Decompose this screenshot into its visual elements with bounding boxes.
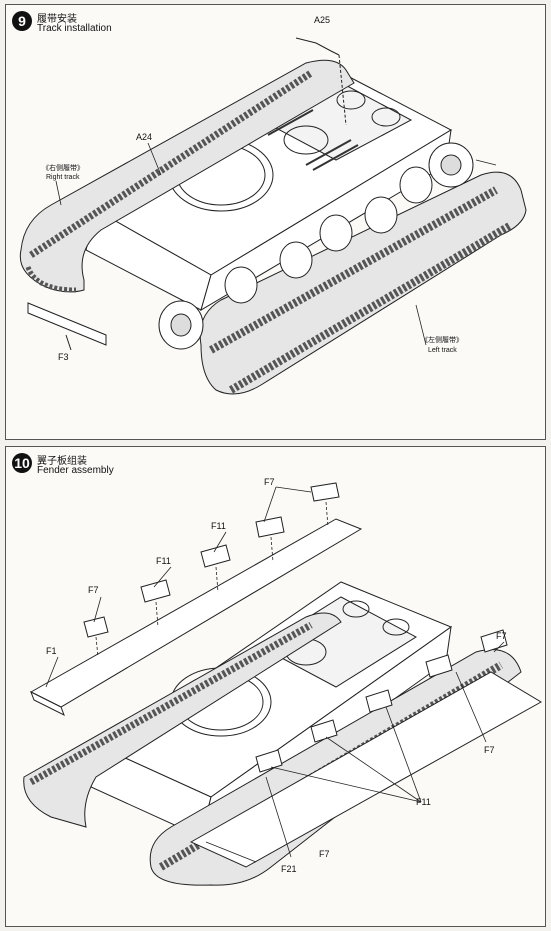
right-track [19,59,355,293]
label-left-track-en: Left track [428,347,457,354]
label-f7-lower: F7 [319,849,330,859]
part-f3 [27,302,107,351]
part-a25 [295,37,347,126]
label-f7-right: F7 [496,631,507,641]
leader-lines [45,486,505,863]
label-f11-middle: F11 [156,556,171,566]
fender-assembly-drawing: F7 F11 F11 F7 F1 F7 F7 F11 F7 F21 [23,477,542,886]
label-f7-lower-right: F7 [484,745,495,755]
label-f11-top: F11 [211,521,226,531]
label-left-track-zh: 《左侧履带》 [421,335,463,344]
step-title-english: Fender assembly [37,465,114,476]
right-track [23,612,342,828]
step-title-chinese: 履带安装 [37,14,77,25]
label-right-track-zh: 《右侧履带》 [42,163,84,172]
label-f7-left: F7 [88,585,99,595]
upper-fender [29,518,363,717]
label-f3: F3 [58,352,69,362]
fender-brackets-upper [83,482,340,638]
label-a25: A25 [314,15,330,25]
bracket-arrows-upper [95,501,329,658]
label-f21: F21 [281,864,297,874]
label-a24: A24 [136,132,152,142]
left-track [199,171,527,395]
label-right-track-en: Right track [46,174,80,181]
road-wheels [158,142,474,350]
step-number: 10 [12,453,32,473]
label-f7-top: F7 [264,477,275,487]
step-9-panel: 9 履带安装 Track installation [5,4,546,440]
step-title-chinese: 翼子板组装 [37,456,87,467]
label-f1: F1 [46,646,57,656]
leader-lines [55,142,497,346]
step-title-english: Track installation [37,23,112,34]
step-number: 9 [12,11,32,31]
track-installation-drawing: A25 A24 F3 《右侧履带》 Right track 《左侧履带》 Lef… [19,15,527,395]
step-10-panel: 10 翼子板组装 Fender assembly [5,446,546,927]
fender-brackets-lower [255,629,508,773]
label-f11-lower: F11 [416,797,431,807]
